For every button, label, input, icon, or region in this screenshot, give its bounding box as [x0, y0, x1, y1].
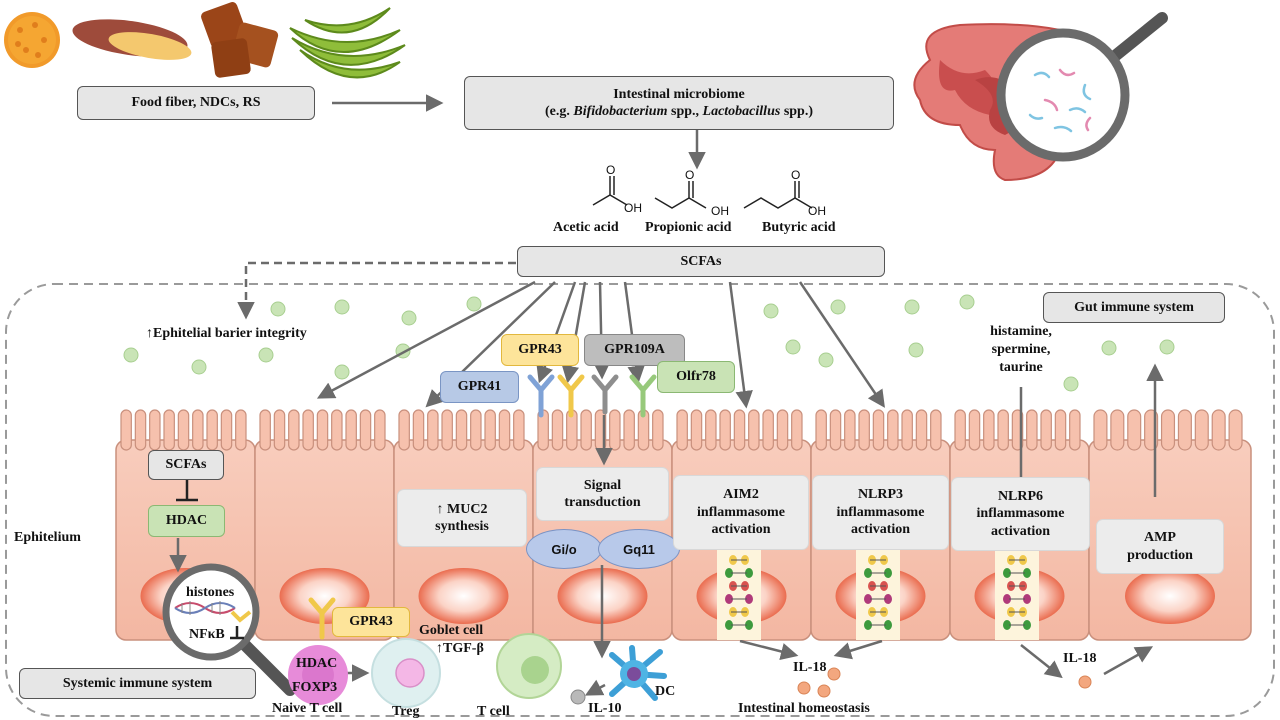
gq11-oval: Gq11 — [598, 529, 680, 569]
cell-hdac-label: HDAC — [165, 513, 208, 529]
bottom-gpr43-box: GPR43 — [332, 607, 410, 637]
butyric-o: O — [791, 168, 801, 182]
food-fiber-label: Food fiber, NDCs, RS — [131, 95, 261, 111]
nucleus — [418, 568, 509, 624]
naive-hdac-label: HDAC — [296, 656, 338, 671]
inflammasome-icon — [717, 548, 1039, 640]
acetic-acid-label: Acetic acid — [553, 220, 619, 235]
gut-immune-label: Gut immune system — [1074, 299, 1194, 315]
microbiome-title: Intestinal microbiome — [613, 86, 745, 102]
gpr109a-box: GPR109A — [584, 334, 685, 366]
microbiome-examples: (e.g. Bifidobacterium spp., Lactobacillu… — [544, 104, 813, 119]
gio-oval: Gi/o — [526, 529, 602, 569]
gut-compartment — [5, 283, 1275, 717]
treg-label: Treg — [392, 704, 420, 719]
food-icons — [4, 2, 406, 79]
dendritic-cell-icon — [609, 645, 667, 701]
goblet-cell-label: Goblet cell — [419, 623, 484, 638]
gpr43-box: GPR43 — [501, 334, 579, 366]
inflammasome-icon — [995, 548, 1039, 640]
propionic-oh: OH — [711, 204, 729, 218]
il10-label: IL-10 — [588, 701, 622, 716]
cell-scfas-label: SCFAs — [165, 457, 207, 473]
acetic-oh: OH — [624, 201, 642, 215]
il-dots — [797, 667, 1092, 698]
dna-icon — [162, 563, 296, 696]
acetic-o: O — [606, 163, 616, 177]
scfas-main-label: SCFAs — [680, 253, 722, 269]
butyric-oh: OH — [808, 204, 826, 218]
microbiome-box: Intestinal microbiome (e.g. Bifidobacter… — [464, 76, 894, 130]
scfas-main-box: SCFAs — [517, 246, 885, 277]
gpr109a-label: GPR109A — [604, 342, 665, 358]
nfkb-label: NFκB — [189, 627, 225, 642]
cell-scfas-box: SCFAs — [148, 450, 224, 480]
olfr78-box: Olfr78 — [657, 361, 735, 393]
intestinal-homeostasis-label: Intestinal homeostasis — [738, 701, 870, 716]
butyric-acid-label: Butyric acid — [762, 220, 836, 235]
systemic-immune-box: Systemic immune system — [19, 668, 256, 699]
molecule-icon — [592, 176, 813, 209]
dc-label: DC — [655, 684, 676, 699]
barrier-integrity-label: ↑Ephitelial barier integrity — [146, 326, 307, 341]
tgfb-label: ↑TGF-β — [436, 641, 484, 656]
inflammasome-icon — [717, 548, 761, 640]
gut-immune-box: Gut immune system — [1043, 292, 1225, 323]
food-fiber-box: Food fiber, NDCs, RS — [77, 86, 315, 120]
bottom-gpr43-label: GPR43 — [349, 614, 393, 630]
naive-t-cell-label: Naive T cell — [272, 701, 343, 716]
t-cell-label: T cell — [477, 704, 510, 719]
inflammasome-icon — [856, 548, 900, 640]
magnifier-icon — [996, 12, 1168, 162]
gpr41-box: GPR41 — [440, 371, 519, 403]
systemic-immune-label: Systemic immune system — [62, 675, 213, 691]
olfr78-label: Olfr78 — [676, 369, 716, 385]
cell-hdac-box: HDAC — [148, 505, 225, 537]
propionic-acid-label: Propionic acid — [645, 220, 732, 235]
epithelial-cell — [254, 409, 395, 641]
foxp3-label: FOXP3 — [292, 680, 338, 695]
propionic-o: O — [685, 168, 695, 182]
immune-cells — [288, 633, 586, 708]
gpr43-label: GPR43 — [518, 342, 562, 358]
il18-center-label: IL-18 — [793, 660, 827, 675]
histones-label: histones — [186, 585, 235, 600]
nucleus — [1125, 568, 1215, 624]
receptor-icons — [308, 374, 657, 640]
histamine-label: histamine,spermine,taurine — [990, 324, 1052, 376]
epithelium-label: Ephitelium — [14, 530, 81, 545]
gpr41-label: GPR41 — [457, 379, 502, 395]
il18-right-label: IL-18 — [1063, 651, 1097, 666]
